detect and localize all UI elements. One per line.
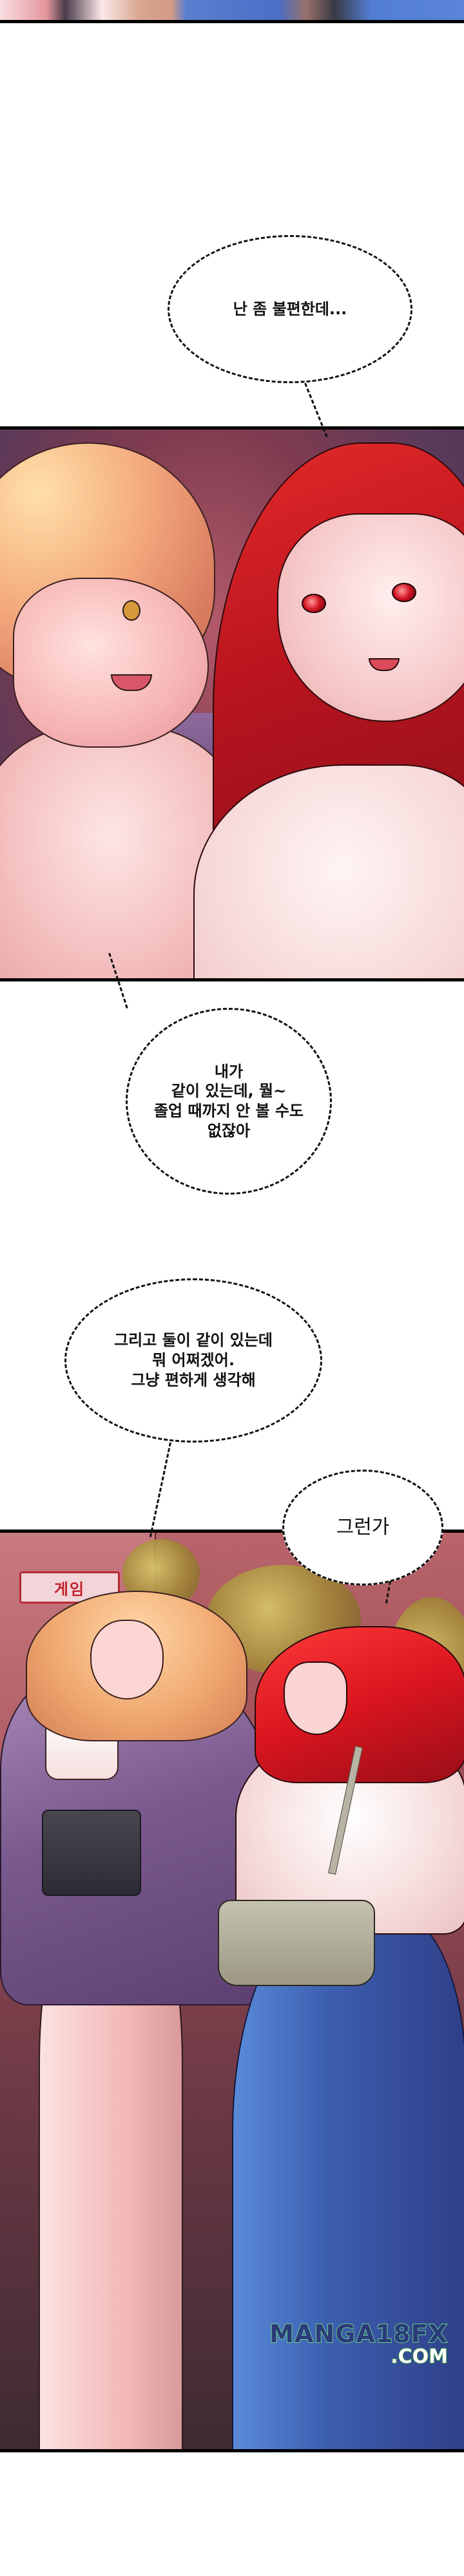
comic-panel-street-scene: 게임 MANGA18FX .COM <box>0 1530 464 2452</box>
red-haired-girl-eye-right <box>392 583 416 602</box>
speech-bubble-3: 그리고 둘이 같이 있는데 뭐 어쩌겠어. 그냥 편하게 생각해 <box>64 1278 322 1443</box>
comic-panel-top-fragment <box>0 0 464 23</box>
blonde-girl-eye <box>122 600 140 621</box>
red-haired-girl-face <box>284 1662 347 1735</box>
shoulder-bag <box>218 1900 375 1986</box>
site-watermark: MANGA18FX .COM <box>226 2320 449 2368</box>
watermark-sub-text: .COM <box>390 2345 449 2368</box>
bubble-4-text: 그런가 <box>336 1515 390 1539</box>
blonde-girl-face <box>13 578 209 748</box>
speech-bubble-2: 내가 같이 있는데, 뭘~ 졸업 때까지 안 볼 수도 없잖아 <box>126 1008 332 1195</box>
speech-bubble-1: 난 좀 불편한데... <box>168 235 412 383</box>
bubble-1-text: 난 좀 불편한데... <box>233 299 347 318</box>
speech-bubble-4: 그런가 <box>282 1470 443 1586</box>
bubble-3-text: 그리고 둘이 같이 있는데 뭐 어쩌겠어. 그냥 편하게 생각해 <box>114 1331 273 1389</box>
blonde-girl-face <box>90 1620 164 1700</box>
bubble-2-text: 내가 같이 있는데, 뭘~ 졸업 때까지 안 볼 수도 없잖아 <box>153 1062 304 1140</box>
red-haired-girl-eye-left <box>302 594 326 613</box>
watermark-main-text: MANGA18FX <box>269 2320 448 2348</box>
comic-panel-closeup <box>0 426 464 981</box>
speech-bubble-3-tail <box>149 1442 171 1538</box>
blonde-girl-shorts <box>42 1810 141 1896</box>
red-haired-girl-jeans <box>232 1913 464 2449</box>
